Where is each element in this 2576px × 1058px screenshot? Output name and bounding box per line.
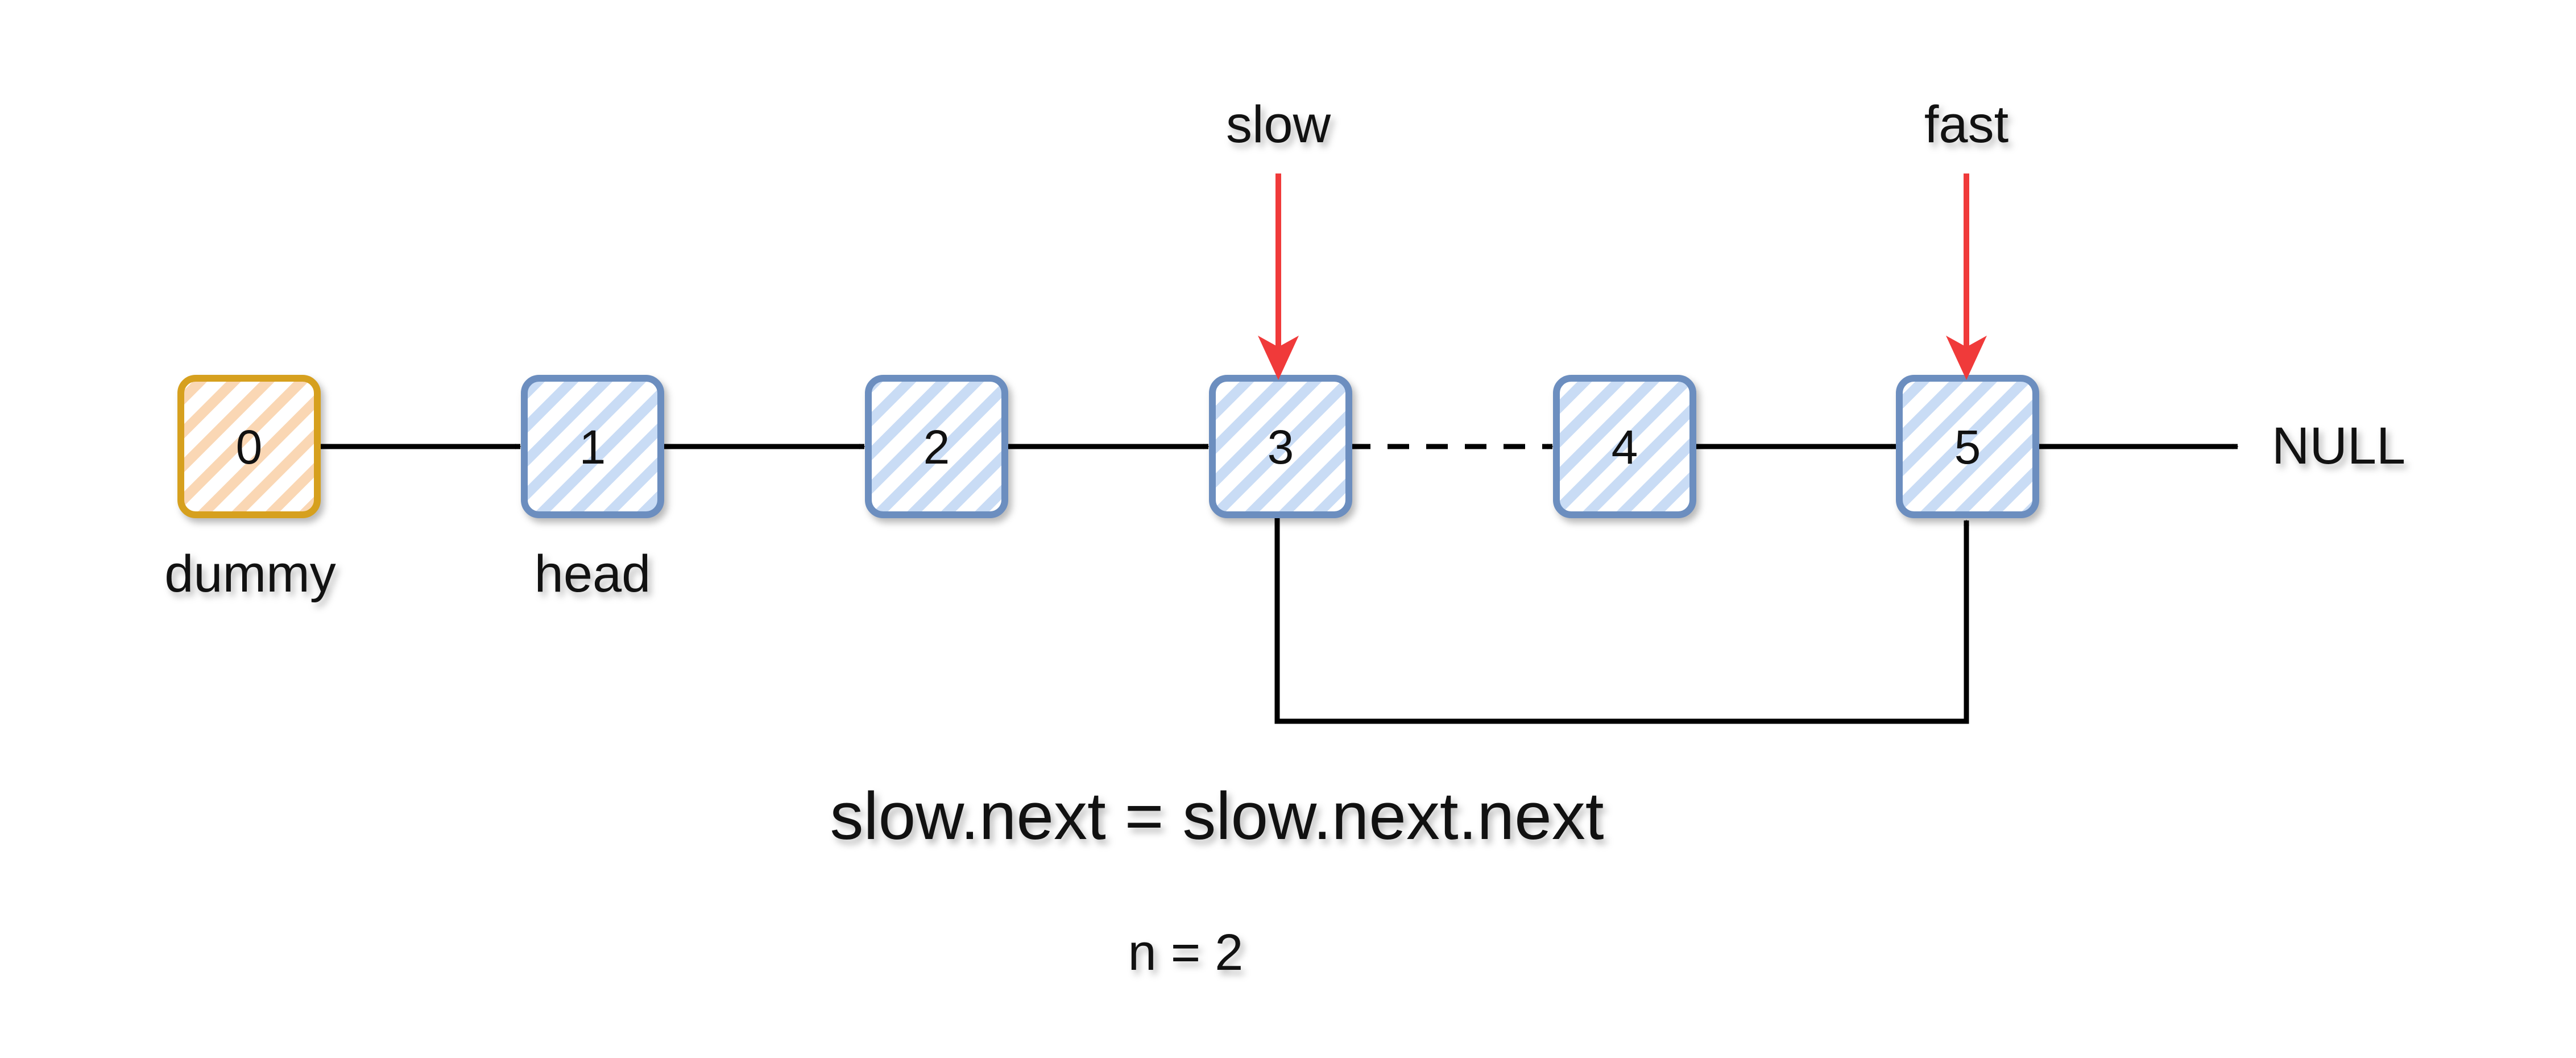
formula-text: slow.next = slow.next.next	[830, 779, 1604, 854]
slow-pointer: slow	[1226, 96, 1331, 380]
node-4: 4	[1553, 375, 1696, 518]
caption-dummy: dummy	[164, 545, 336, 603]
node-value: 3	[1268, 420, 1294, 474]
fast-pointer: fast	[1924, 96, 2008, 380]
node-1: 1	[521, 375, 664, 518]
fast-label: fast	[1924, 96, 2008, 154]
node-hatch	[1209, 375, 1352, 518]
null-terminal: NULL	[2272, 417, 2405, 475]
fast-arrow-head	[1946, 336, 1987, 380]
bypass-link-3-5	[1274, 518, 1969, 724]
node-hatch	[177, 375, 321, 518]
slow-label: slow	[1226, 96, 1331, 154]
link-arrows	[316, 444, 2239, 724]
slow-arrow-head	[1258, 336, 1299, 380]
node-0: 0	[177, 375, 321, 518]
node-value: 4	[1612, 420, 1638, 474]
node-value: 1	[579, 420, 606, 474]
node-2: 2	[865, 375, 1008, 518]
node-value: 5	[1954, 420, 1981, 474]
caption-head: head	[535, 545, 651, 603]
node-3: 3	[1209, 375, 1352, 518]
node-5: 5	[1896, 375, 2039, 518]
node-hatch	[865, 375, 1008, 518]
n-note: n = 2	[1128, 924, 1244, 981]
node-value: 0	[236, 420, 263, 474]
node-value: 2	[923, 420, 950, 474]
node-hatch	[1553, 375, 1696, 518]
node-hatch	[1896, 375, 2039, 518]
node-hatch	[521, 375, 664, 518]
